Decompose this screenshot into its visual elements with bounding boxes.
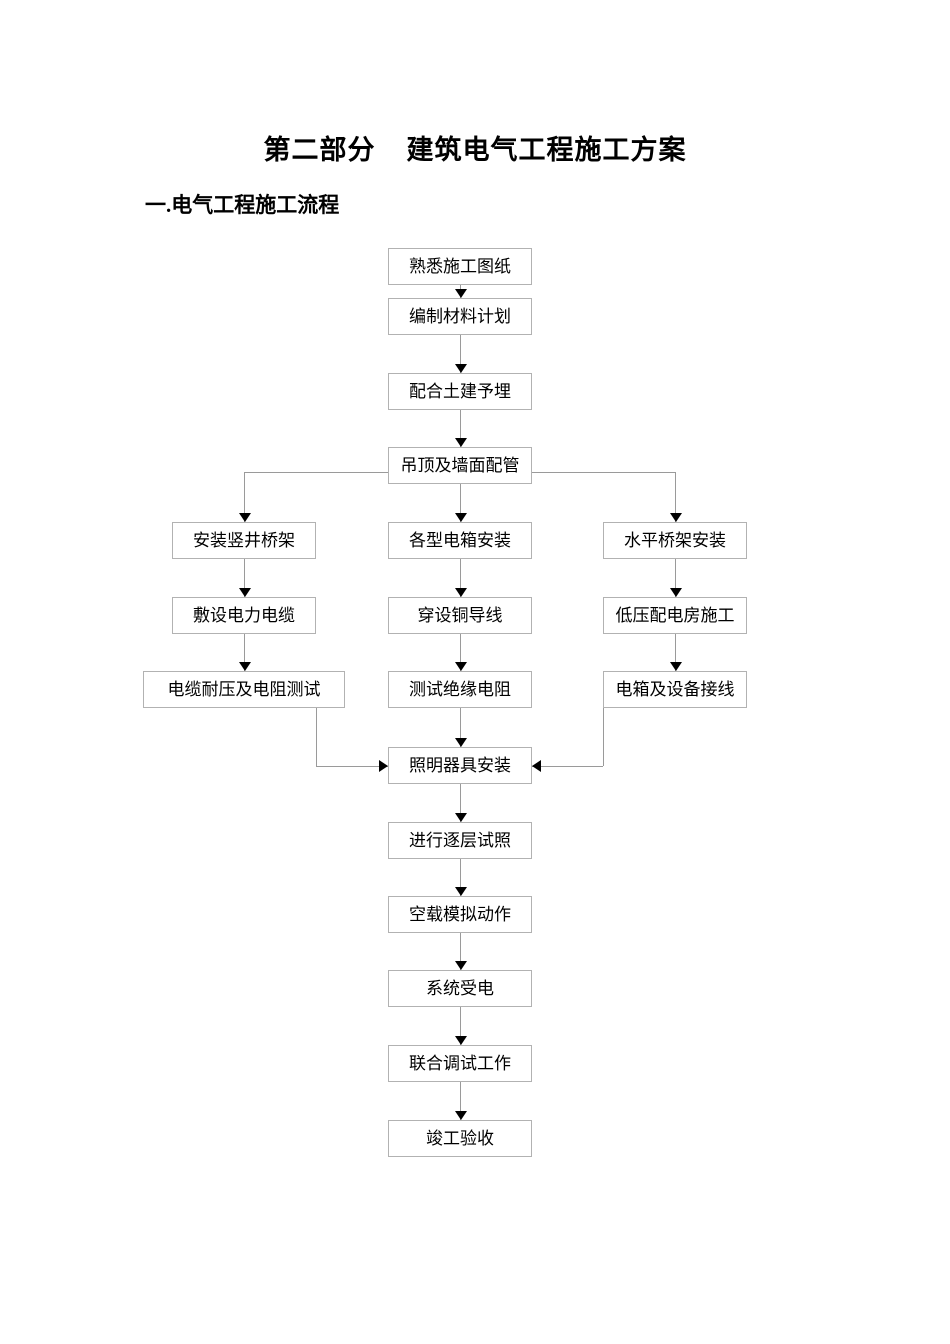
- arrowhead-down-icon: [454, 813, 467, 822]
- flow-node: 电缆耐压及电阻测试: [143, 671, 345, 708]
- flow-node-label: 电箱及设备接线: [615, 680, 735, 699]
- connector-line-vertical: [460, 484, 461, 522]
- flow-node-label: 系统受电: [426, 979, 494, 998]
- connector-line-vertical: [316, 708, 317, 766]
- flow-node-label: 敷设电力电缆: [193, 606, 295, 625]
- flow-node: 竣工验收: [388, 1120, 532, 1157]
- flow-node-label: 水平桥架安装: [624, 531, 726, 550]
- arrowhead-down-icon: [669, 513, 682, 522]
- arrowhead-down-icon: [454, 513, 467, 522]
- flow-node: 联合调试工作: [388, 1045, 532, 1082]
- connector-line-vertical: [460, 634, 461, 671]
- flow-node-label: 空载模拟动作: [409, 905, 511, 924]
- flow-node-label: 安装竖井桥架: [193, 531, 295, 550]
- flow-node-label: 电缆耐压及电阻测试: [167, 680, 321, 699]
- arrowhead-down-icon: [669, 662, 682, 671]
- flow-node-label: 吊顶及墙面配管: [400, 456, 520, 475]
- flow-node-label: 编制材料计划: [409, 307, 511, 326]
- connector-line-vertical: [603, 708, 604, 766]
- arrowhead-down-icon: [454, 588, 467, 597]
- connector-line-vertical: [460, 1082, 461, 1120]
- arrowhead-down-icon: [454, 364, 467, 373]
- connector-line-vertical: [460, 410, 461, 447]
- flow-node-label: 穿设铜导线: [417, 606, 503, 625]
- flow-node: 水平桥架安装: [603, 522, 747, 559]
- arrowhead-right-icon: [379, 760, 388, 772]
- flow-node: 系统受电: [388, 970, 532, 1007]
- arrowhead-left-icon: [532, 760, 541, 772]
- arrowhead-down-icon: [454, 887, 467, 896]
- section-heading: 一.电气工程施工流程: [145, 193, 340, 217]
- connector-line-horizontal: [244, 472, 460, 473]
- connector-line-vertical: [675, 559, 676, 597]
- flow-node-label: 各型电箱安装: [409, 531, 511, 550]
- arrowhead-down-icon: [454, 662, 467, 671]
- flow-node-label: 联合调试工作: [409, 1054, 511, 1073]
- connector-line-horizontal: [532, 766, 603, 767]
- flow-node: 穿设铜导线: [388, 597, 532, 634]
- flow-node-label: 熟悉施工图纸: [409, 257, 511, 276]
- flow-node: 配合土建予埋: [388, 373, 532, 410]
- connector-line-vertical: [675, 472, 676, 522]
- flow-node-label: 竣工验收: [426, 1129, 494, 1148]
- connector-line-vertical: [244, 634, 245, 671]
- page-title: 第二部分 建筑电气工程施工方案: [263, 135, 687, 165]
- arrowhead-down-icon: [454, 1036, 467, 1045]
- arrowhead-down-icon: [238, 513, 251, 522]
- connector-line-vertical: [244, 559, 245, 597]
- flow-node-label: 照明器具安装: [409, 756, 511, 775]
- connector-line-horizontal: [316, 766, 388, 767]
- arrowhead-down-icon: [454, 1111, 467, 1120]
- arrowhead-down-icon: [238, 662, 251, 671]
- flow-node: 低压配电房施工: [603, 597, 747, 634]
- connector-line-vertical: [460, 559, 461, 597]
- flow-node: 测试绝缘电阻: [388, 671, 532, 708]
- flow-node: 各型电箱安装: [388, 522, 532, 559]
- flow-node: 吊顶及墙面配管: [388, 447, 532, 484]
- flow-node-label: 低压配电房施工: [615, 606, 735, 625]
- flow-node-label: 进行逐层试照: [409, 831, 511, 850]
- connector-line-vertical: [460, 784, 461, 822]
- flow-node: 编制材料计划: [388, 298, 532, 335]
- arrowhead-down-icon: [669, 588, 682, 597]
- flow-node: 进行逐层试照: [388, 822, 532, 859]
- flow-node: 电箱及设备接线: [603, 671, 747, 708]
- flow-node: 安装竖井桥架: [172, 522, 316, 559]
- connector-line-vertical: [460, 708, 461, 747]
- connector-line-vertical: [460, 335, 461, 373]
- arrowhead-down-icon: [454, 438, 467, 447]
- connector-line-vertical: [460, 859, 461, 896]
- arrowhead-down-icon: [454, 961, 467, 970]
- flow-node-label: 配合土建予埋: [409, 382, 511, 401]
- arrowhead-down-icon: [454, 738, 467, 747]
- connector-line-vertical: [675, 634, 676, 671]
- connector-line-horizontal: [460, 472, 675, 473]
- connector-line-vertical: [460, 933, 461, 970]
- flow-node: 空载模拟动作: [388, 896, 532, 933]
- arrowhead-down-icon: [238, 588, 251, 597]
- connector-line-vertical: [460, 1007, 461, 1045]
- flow-node-label: 测试绝缘电阻: [409, 680, 511, 699]
- connector-line-vertical: [244, 472, 245, 522]
- flow-node: 熟悉施工图纸: [388, 248, 532, 285]
- flow-node: 敷设电力电缆: [172, 597, 316, 634]
- arrowhead-down-icon: [454, 289, 467, 298]
- flow-node: 照明器具安装: [388, 747, 532, 784]
